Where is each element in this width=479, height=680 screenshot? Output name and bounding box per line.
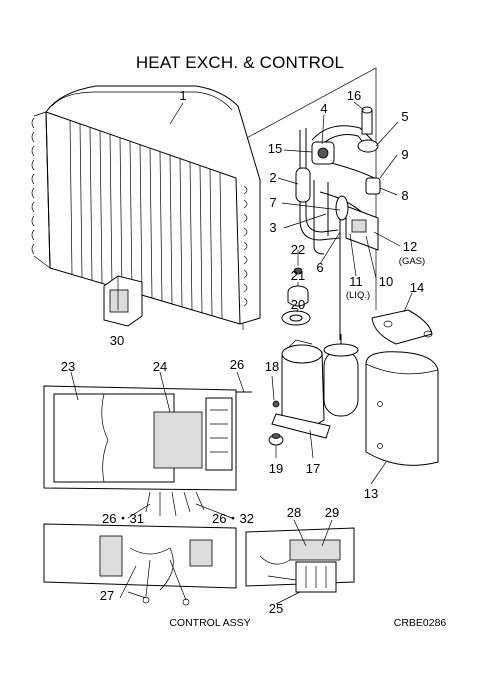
callout-10: 10 — [379, 274, 393, 289]
callout-25: 25 — [269, 601, 283, 616]
callout-26-32: 26・32 — [212, 511, 254, 526]
control-assy-caption: CONTROL ASSY — [169, 617, 250, 629]
leader-lines — [70, 101, 413, 605]
callout-19: 19 — [269, 461, 283, 476]
control-assembly-right — [245, 527, 355, 593]
callout-21: 21 — [291, 268, 305, 283]
callout-28: 28 — [287, 505, 301, 520]
callout-13: 13 — [364, 486, 378, 501]
callout-2: 2 — [269, 170, 276, 185]
callout-17: 17 — [306, 461, 320, 476]
compressor — [268, 334, 359, 446]
control-assembly-left — [43, 523, 237, 606]
callout-8: 8 — [401, 188, 408, 203]
callout-26: 26 — [230, 357, 244, 372]
callout-30: 30 — [110, 333, 124, 348]
heat-exchanger — [31, 85, 261, 325]
callout-22: 22 — [291, 242, 305, 257]
callout-4: 4 — [320, 101, 327, 116]
callout-5: 5 — [401, 109, 408, 124]
callout-16: 16 — [347, 88, 361, 103]
gas-note: (GAS) — [399, 256, 425, 267]
callout-24: 24 — [153, 359, 167, 374]
callout-23: 23 — [61, 359, 75, 374]
compressor-insulation — [365, 309, 439, 466]
callout-14: 14 — [410, 280, 424, 295]
reference-code: CRBE0286 — [394, 617, 447, 629]
callout-15: 15 — [268, 141, 282, 156]
callout-29: 29 — [325, 505, 339, 520]
callout-6: 6 — [316, 260, 323, 275]
callout-12: 12 — [403, 239, 417, 254]
callout-1: 1 — [179, 88, 186, 103]
callout-20: 20 — [291, 297, 305, 312]
callout-11: 11 — [349, 274, 363, 289]
small-fittings — [281, 267, 311, 326]
callout-labels: 1 2 3 4 5 6 7 8 9 10 11 12 13 14 15 16 1… — [61, 88, 425, 616]
callout-26-31: 26・31 — [102, 511, 144, 526]
callout-27: 27 — [100, 588, 114, 603]
diagram-title: HEAT EXCH. & CONTROL — [136, 53, 344, 72]
piping-assembly — [295, 106, 381, 340]
liq-note: (LIQ.) — [346, 290, 370, 301]
callout-9: 9 — [401, 147, 408, 162]
callout-18: 18 — [265, 359, 279, 374]
transformer — [103, 275, 143, 327]
callout-7: 7 — [269, 195, 276, 210]
callout-3: 3 — [269, 220, 276, 235]
control-box — [43, 385, 252, 517]
